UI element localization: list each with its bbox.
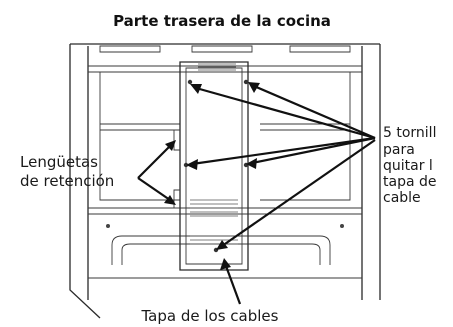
screws-label-line1: 5 tornill (383, 125, 436, 141)
retention-tabs-label-line2: de retención (20, 172, 114, 190)
screw-arrows (186, 82, 376, 250)
cable-cover-arrow (220, 258, 242, 305)
screws-label-line3: quitar l (383, 158, 433, 174)
retention-arrows (137, 140, 176, 205)
retention-tab (173, 129, 180, 151)
cable-cover-label: Tapa de los cables (141, 307, 279, 325)
screws-label-line2: para (383, 142, 415, 158)
screws-label-line4: tapa de (383, 174, 436, 190)
screws-label-line5: cable (383, 190, 421, 206)
screw-icon (243, 79, 249, 85)
retention-tab (173, 189, 180, 209)
screw-icon (187, 79, 193, 85)
diagram-title: Parte trasera de la cocina (113, 12, 331, 30)
retention-tabs-label-line1: Lengüetas (20, 153, 98, 171)
range-back-frame (69, 43, 381, 319)
